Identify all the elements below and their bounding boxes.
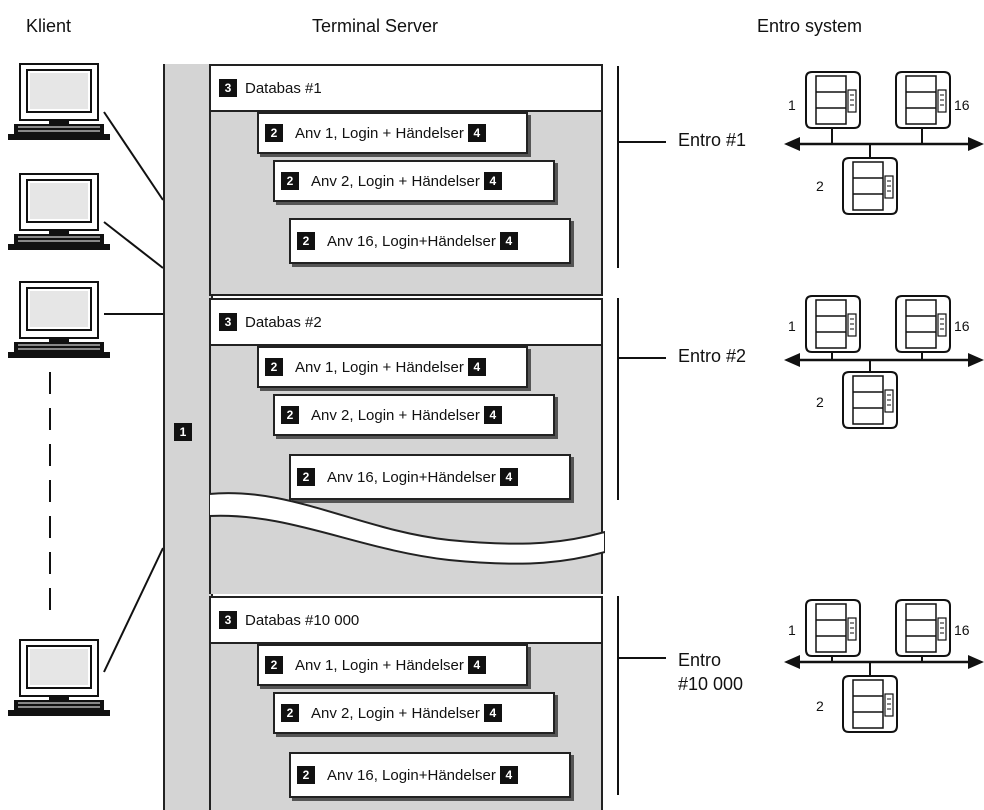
events-badge: 4 [483,172,502,190]
user-session-box[interactable]: 2 Anv 16, Login+Händelser 4 [289,454,571,500]
door-controller-icon [895,295,951,353]
user-badge: 2 [281,172,299,190]
user-badge: 2 [297,232,315,250]
entro-label: Entro #1 [678,130,747,150]
continuation-break [209,492,605,565]
database-badge: 3 [219,79,237,97]
database-title: Databas #2 [245,313,322,331]
door-controller-icon [842,157,898,215]
events-badge: 4 [467,656,486,674]
device-number: 16 [954,97,970,113]
entro-label: Entro #2 [678,346,747,366]
client-computer-icon [7,173,111,251]
events-badge: 4 [467,358,486,376]
user-session-box[interactable]: 2 Anv 2, Login + Händelser 4 [273,160,555,202]
user-badge: 2 [281,406,299,424]
client-column-title: Klient [26,16,72,36]
user-session-label: Anv 1, Login + Händelser [295,358,464,376]
user-badge: 2 [265,124,283,142]
database-header[interactable]: 3 Databas #1 [209,64,603,112]
device-number: 1 [788,622,796,638]
door-controller-icon [895,71,951,129]
user-session-box[interactable]: 2 Anv 1, Login + Händelser 4 [257,644,528,686]
entro-device-cluster [784,599,984,733]
entro-label-line1: Entro [678,650,722,670]
user-badge: 2 [265,358,283,376]
device-number: 2 [816,698,824,714]
entro-device-cluster [784,295,984,429]
events-badge: 4 [483,406,502,424]
database-badge: 3 [219,313,237,331]
client-computer-icon [7,281,111,359]
user-badge: 2 [297,468,315,486]
user-session-label: Anv 1, Login + Händelser [295,124,464,142]
user-badge: 2 [297,766,315,784]
client-computer-icon [7,639,111,717]
client-link-line [103,547,164,673]
device-number: 1 [788,97,796,113]
device-number: 1 [788,318,796,334]
user-session-label: Anv 2, Login + Händelser [311,406,480,424]
user-session-label: Anv 16, Login+Händelser [327,766,496,784]
user-session-box[interactable]: 2 Anv 1, Login + Händelser 4 [257,112,528,154]
client-link-line [103,111,164,201]
door-controller-icon [895,599,951,657]
device-number: 2 [816,394,824,410]
device-number: 16 [954,622,970,638]
events-badge: 4 [499,766,518,784]
database-header[interactable]: 3 Databas #10 000 [209,596,603,644]
door-controller-icon [842,675,898,733]
user-session-label: Anv 16, Login+Händelser [327,468,496,486]
events-badge: 4 [483,704,502,722]
system-column-title: Entro system [757,16,863,36]
door-controller-icon [805,295,861,353]
database-header[interactable]: 3 Databas #2 [209,298,603,346]
user-session-box[interactable]: 2 Anv 2, Login + Händelser 4 [273,394,555,436]
door-controller-icon [805,71,861,129]
user-session-label: Anv 2, Login + Händelser [311,172,480,190]
device-number: 16 [954,318,970,334]
events-badge: 4 [499,468,518,486]
user-session-label: Anv 16, Login+Händelser [327,232,496,250]
database-badge: 3 [219,611,237,629]
user-session-box[interactable]: 2 Anv 16, Login+Händelser 4 [289,752,571,798]
door-controller-icon [805,599,861,657]
entro-device-cluster [784,71,984,215]
user-session-label: Anv 2, Login + Händelser [311,704,480,722]
door-controller-icon [842,371,898,429]
user-badge: 2 [281,704,299,722]
client-link-line [103,221,164,269]
entro-label: Entro #10 000 [678,648,743,696]
server-column-title: Terminal Server [312,16,439,36]
user-session-box[interactable]: 2 Anv 2, Login + Händelser 4 [273,692,555,734]
database-title: Databas #1 [245,79,322,97]
user-session-box[interactable]: 2 Anv 1, Login + Händelser 4 [257,346,528,388]
device-number: 2 [816,178,824,194]
client-computer-icon [7,63,111,141]
entro-label-line2: #10 000 [678,674,744,694]
user-session-box[interactable]: 2 Anv 16, Login+Händelser 4 [289,218,571,264]
user-session-label: Anv 1, Login + Händelser [295,656,464,674]
database-title: Databas #10 000 [245,611,360,629]
user-badge: 2 [265,656,283,674]
events-badge: 4 [499,232,518,250]
server-badge: 1 [174,423,192,441]
events-badge: 4 [467,124,486,142]
